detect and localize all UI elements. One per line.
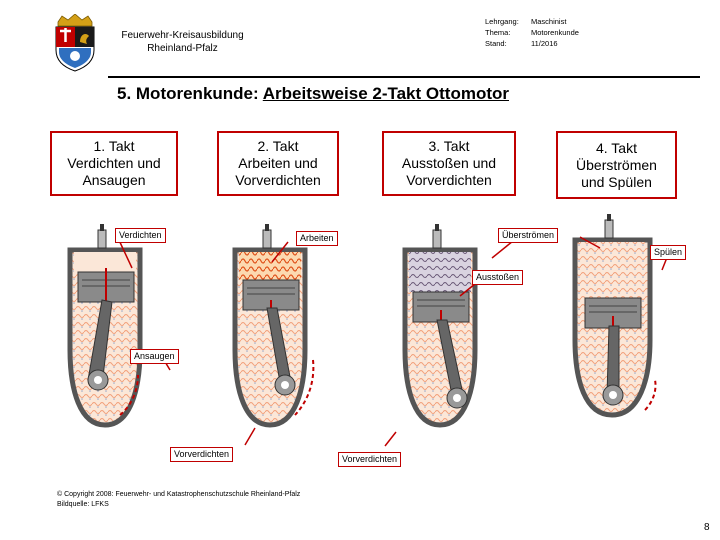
org-line-2: Rheinland-Pfalz <box>147 43 218 54</box>
takt-line: 2. Takt <box>257 138 299 154</box>
takt-line: Ansaugen <box>82 172 146 188</box>
leader-line <box>271 241 289 263</box>
label-ansaugen: Ansaugen <box>130 349 179 364</box>
copyright-text: © Copyright 2008: Feuerwehr- und Katastr… <box>57 491 301 498</box>
takt-line: Verdichten und <box>67 155 161 171</box>
meta-value: 11/2016 <box>531 39 558 48</box>
engine-illustrations <box>67 214 671 447</box>
page-title: 5. Motorenkunde: Arbeitsweise 2-Takt Ott… <box>117 84 509 104</box>
label-ausstossen: Ausstoßen <box>472 270 524 285</box>
takt-line: und Spülen <box>581 173 652 190</box>
image-source: Bildquelle: LFKS <box>57 501 109 508</box>
spark-plug-icon <box>604 214 614 239</box>
meta-key: Stand: <box>485 39 507 48</box>
meta-key: Lehrgang: <box>485 17 519 26</box>
takt-line: Vorverdichten <box>406 172 492 188</box>
takt-line: 4. Takt <box>595 139 637 156</box>
label-vorverdichten-2: Vorverdichten <box>338 452 402 467</box>
engine-icon <box>232 224 315 428</box>
rotation-arrow-icon <box>119 374 139 416</box>
label-spuelen: Spülen <box>650 245 687 260</box>
rotation-arrow-icon <box>644 379 657 411</box>
meta-row-topic: Thema: Motorenkunde <box>485 27 579 38</box>
page-number: 8 <box>704 522 710 533</box>
spark-plug-icon <box>432 224 442 249</box>
coat-of-arms-icon <box>55 14 95 72</box>
engine-icon <box>67 224 143 428</box>
organization-name: Feuerwehr-Kreisausbildung Rheinland-Pfal… <box>110 29 255 55</box>
engine-icon <box>402 224 478 428</box>
spark-plug-icon <box>262 224 272 249</box>
takt-line: Überströmen <box>576 156 657 173</box>
engine-icon <box>572 214 657 418</box>
meta-row-course: Lehrgang: Maschinist <box>485 16 579 27</box>
spark-plug-icon <box>97 224 107 249</box>
title-prefix: 5. Motorenkunde: <box>117 84 263 103</box>
leader-line <box>579 236 601 249</box>
course-metadata: Lehrgang: Maschinist Thema: Motorenkunde… <box>485 16 579 49</box>
label-verdichten: Verdichten <box>115 228 166 243</box>
leader-line <box>244 427 256 446</box>
title-underlined: Arbeitsweise 2-Takt Ottomotor <box>262 84 509 103</box>
leader-line <box>384 431 397 447</box>
takt-line: Arbeiten und <box>238 155 318 171</box>
rotation-arrow-icon <box>294 359 315 416</box>
label-vorverdichten-1: Vorverdichten <box>170 447 234 462</box>
org-line-1: Feuerwehr-Kreisausbildung <box>121 30 244 41</box>
takt-line: 3. Takt <box>428 138 470 154</box>
takt-line: 1. Takt <box>93 138 135 154</box>
leader-line <box>117 237 133 269</box>
takt-line: Vorverdichten <box>235 172 321 188</box>
meta-key: Thema: <box>485 28 511 37</box>
header-divider <box>108 76 700 78</box>
takt-line: Ausstoßen und <box>401 155 497 171</box>
meta-value: Maschinist <box>531 17 567 26</box>
label-ueberstroemen: Überströmen <box>498 228 559 243</box>
meta-value: Motorenkunde <box>531 28 579 37</box>
footer-notes: © Copyright 2008: Feuerwehr- und Katastr… <box>57 490 300 510</box>
meta-row-date: Stand: 11/2016 <box>485 38 579 49</box>
label-arbeiten: Arbeiten <box>296 231 338 246</box>
